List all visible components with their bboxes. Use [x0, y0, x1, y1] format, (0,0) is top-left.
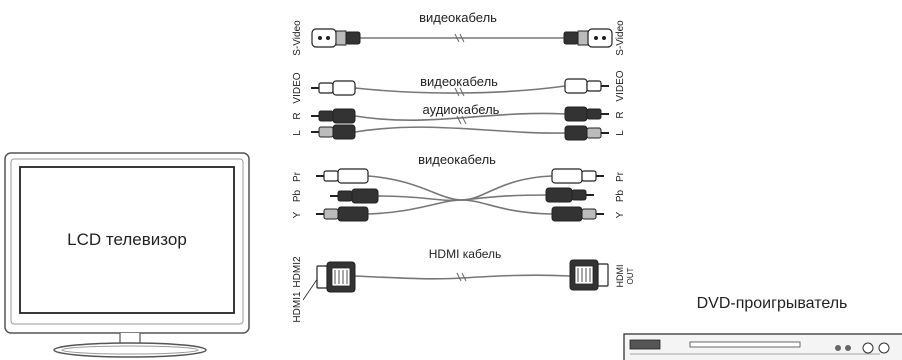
- rca-video-right-plug: [564, 78, 609, 94]
- component-right-pb-label: Pb: [615, 189, 626, 202]
- composite-left-video-label: VIDEO: [292, 72, 303, 103]
- composite-right-l-label: L: [615, 130, 626, 136]
- component-y-right-plug: [551, 206, 604, 222]
- composite-left-l-label: L: [292, 130, 303, 136]
- composite-video-cable: [354, 85, 566, 94]
- composite-connection: видеокабель аудиокабель VIDEO R L VIDEO …: [292, 70, 626, 141]
- rca-l-right-plug: [564, 125, 609, 141]
- hdmi-left-plug: [316, 261, 356, 293]
- tv-stand: [53, 342, 207, 358]
- composite-right-video-label: VIDEO: [615, 70, 626, 101]
- hdmi1-port-label: HDMI1: [292, 291, 303, 323]
- composite-audio-l-cable: [354, 126, 566, 134]
- tv-screen: [19, 166, 235, 314]
- hdmi-right-plug: [569, 259, 609, 291]
- svideo-right-port-label: S-Video: [615, 20, 626, 56]
- component-pr-left-plug: [316, 168, 369, 184]
- svideo-connection: S-Video S-Video видеокабель: [292, 10, 626, 56]
- hdmi2-port-label: HDMI2: [292, 256, 303, 288]
- hdmi-cable-label: HDMI кабель: [429, 247, 501, 261]
- hdmi-out-label-line2: OUT: [626, 267, 635, 284]
- svideo-left-port-label: S-Video: [292, 20, 303, 56]
- component-right-y-label: Y: [615, 211, 626, 218]
- rca-r-left-plug: [311, 108, 356, 124]
- rca-l-left-plug: [311, 124, 356, 140]
- composite-right-r-label: R: [615, 111, 626, 118]
- component-pr-right-plug: [551, 168, 604, 184]
- composite-video-cable-label: видеокабель: [420, 74, 498, 89]
- composite-audio-cable-label: аудиокабель: [423, 102, 500, 117]
- dvd-player: DVD-проигрыватель: [623, 295, 902, 360]
- hdmi-connection: HDMI кабель HDMI2 HDMI1 HDMI OUT: [292, 247, 635, 323]
- component-left-pr-label: Pr: [292, 171, 303, 182]
- component-cable-label: видеокабель: [418, 152, 496, 167]
- dvd-label: DVD-проигрыватель: [697, 295, 848, 312]
- hdmi-out-label-line1: HDMI: [615, 265, 625, 288]
- svideo-cable-label: видеокабель: [419, 10, 497, 25]
- component-pb-left-plug: [330, 188, 379, 204]
- rca-video-left-plug: [311, 80, 356, 96]
- composite-left-r-label: R: [292, 112, 303, 119]
- component-right-pr-label: Pr: [615, 171, 626, 182]
- lcd-tv: LCD телевизор: [4, 152, 250, 358]
- composite-audio-r-cable: [354, 112, 566, 121]
- component-y-cable: [367, 199, 553, 215]
- tv-label: LCD телевизор: [67, 230, 187, 249]
- rca-r-right-plug: [564, 106, 609, 122]
- hdmi-cable-line: [354, 274, 571, 280]
- component-left-y-label: Y: [292, 211, 303, 218]
- svideo-left-plug: [311, 28, 361, 48]
- svideo-right-plug: [563, 28, 613, 48]
- component-connection: видеокабель Pr Pb Y Pr Pb Y: [292, 152, 626, 222]
- component-pb-right-plug: [545, 187, 594, 203]
- cable-break-marks: [454, 33, 467, 282]
- component-y-left-plug: [316, 206, 369, 222]
- component-left-pb-label: Pb: [292, 189, 303, 202]
